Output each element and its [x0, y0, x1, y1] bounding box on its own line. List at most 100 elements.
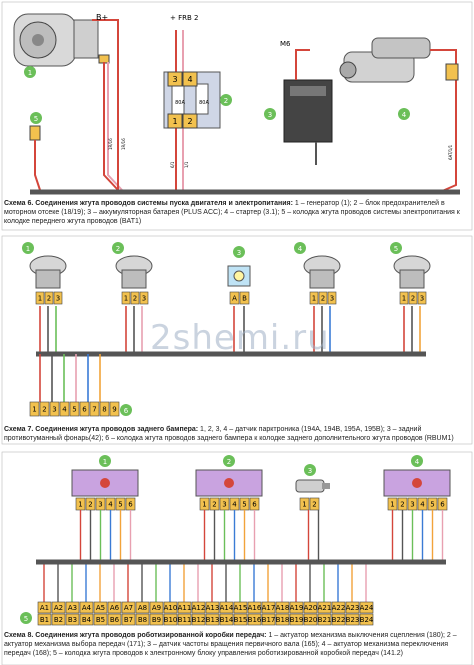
pin-label: 4 — [187, 75, 192, 84]
ecu-pin-label-cell — [79, 601, 94, 614]
svg-text:4: 4 — [298, 245, 303, 253]
ecu-pin-label: A16 — [248, 604, 262, 612]
ecu-pin-label: A5 — [96, 604, 105, 612]
sensor-pin-label: 2 — [312, 501, 316, 509]
ecu-pin-label-cell — [51, 601, 66, 614]
ecu-pin-label: B5 — [96, 616, 105, 624]
pin-label: 3 — [172, 75, 177, 84]
ecu-pin-label-cell — [191, 613, 206, 626]
ecu-pin-label-cell — [317, 613, 332, 626]
ecu-pin-label-cell — [93, 613, 108, 626]
ecu-pin-label-cell — [359, 601, 374, 614]
sensor-pin-label: 3 — [56, 295, 60, 303]
actuator-pin-label: 4 — [108, 501, 113, 509]
ecu-pin-label: A17 — [262, 604, 276, 612]
ecu-pin-label: B8 — [138, 616, 147, 624]
actuator-pin-label: 5 — [242, 501, 246, 509]
sensor-pin-label: 1 — [38, 295, 42, 303]
actuator-pin-label: 1 — [390, 501, 394, 509]
callout-3: 3 — [264, 108, 276, 120]
ecu-pin-label: A20 — [304, 604, 318, 612]
ecu-pin-label-cell — [219, 601, 234, 614]
scheme7-text: 1, 2, 3, 4 – датчик парктроника (194A, 1… — [4, 426, 454, 442]
sensor-pin-label-cell — [299, 497, 310, 511]
svg-text:5: 5 — [24, 615, 28, 623]
sensor-pin-label: 1 — [124, 295, 128, 303]
ecu-pin-label-cell — [163, 613, 178, 626]
ecu-pin-label: A4 — [82, 604, 92, 612]
sensor-pin-label: 3 — [420, 295, 424, 303]
ecu-pin-label-cell — [37, 601, 52, 614]
sensor-pin-label: 3 — [142, 295, 146, 303]
actuator-pin-label: 3 — [98, 501, 102, 509]
connector-pin-label-cell — [39, 401, 50, 417]
ecu-pin-label: A1 — [40, 604, 49, 612]
actuator-pin-label: 1 — [202, 501, 206, 509]
ecu-pin-label-cell — [107, 613, 122, 626]
ecu-pin-label: B7 — [124, 616, 133, 624]
pin-label: 2 — [187, 117, 192, 126]
ecu-pin-label: A9 — [152, 604, 161, 612]
battery-drawing — [283, 79, 333, 143]
ecu-pin-label: A6 — [110, 604, 120, 612]
actuator-pin-label: 2 — [88, 501, 92, 509]
fuse-label: 80A — [199, 100, 209, 106]
callout-2: 2 — [112, 242, 124, 254]
scheme6-title: Схема 6. Соединения жгута проводов систе… — [4, 200, 293, 207]
m6-label: M6 — [280, 40, 291, 48]
sensor-pin-label: 1 — [312, 295, 316, 303]
lamp-pin-label-cell — [229, 291, 240, 305]
ecu-pin-label-cell — [219, 613, 234, 626]
pin-label: 1 — [172, 117, 177, 126]
connector-pin-label: 9 — [112, 406, 116, 414]
ecu-pin-label: A11 — [178, 604, 192, 612]
sensor-pin-label-cell — [318, 291, 328, 305]
wire-code: 1/1 — [184, 161, 189, 168]
ecu-pin-label: A21 — [318, 604, 332, 612]
connector-pin-label-cell — [99, 401, 110, 417]
callout-5: 5 — [30, 112, 42, 124]
wire-code: 1R/16 — [121, 138, 126, 150]
ecu-pin-label: B1 — [40, 616, 49, 624]
actuator-pin-label: 2 — [400, 501, 404, 509]
speed-sensor-drawing — [295, 479, 330, 493]
ecu-pin-label: A18 — [276, 604, 290, 612]
ecu-pin-label-cell — [233, 601, 248, 614]
ecu-pin-label-cell — [163, 601, 178, 614]
ecu-pin-label: B2 — [54, 616, 63, 624]
sensor-1-drawing — [29, 255, 67, 289]
ecu-pin-label-cell — [317, 601, 332, 614]
svg-text:1: 1 — [26, 245, 30, 253]
ecu-pin-label-cell — [275, 601, 290, 614]
ecu-pin-label: A2 — [54, 604, 63, 612]
svg-text:3: 3 — [268, 111, 272, 119]
sensor-pin-label: 2 — [321, 295, 325, 303]
actuator-pin-label: 3 — [410, 501, 414, 509]
callout-5: 5 — [390, 242, 402, 254]
sensor-pin-label-cell — [309, 291, 319, 305]
ecu-pin-label: B21 — [318, 616, 332, 624]
ecu-pin-label-cell — [331, 613, 346, 626]
sensor-pin-label-cell — [44, 291, 54, 305]
ecu-pin-label: B4 — [82, 616, 92, 624]
callout-4: 4 — [411, 455, 423, 467]
actuator-1-drawing — [71, 469, 139, 497]
ecu-pin-label-cell — [149, 601, 164, 614]
callout-4: 4 — [294, 242, 306, 254]
ecu-pin-label-cell — [345, 613, 360, 626]
wire-code: 1R/16 — [108, 138, 113, 150]
ecu-pin-label: B23 — [346, 616, 360, 624]
ecu-pin-label-cell — [303, 613, 318, 626]
svg-text:5: 5 — [394, 245, 398, 253]
ecu-pin-label: B15 — [234, 616, 248, 624]
scheme7-title: Схема 7. Соединения жгута проводов задне… — [4, 426, 199, 433]
connector-pin-label-cell — [89, 401, 100, 417]
ecu-pin-label-cell — [247, 601, 262, 614]
sensor-pin-label-cell — [139, 291, 149, 305]
ecu-pin-label-cell — [275, 613, 290, 626]
ecu-pin-label-cell — [205, 613, 220, 626]
sensor-2-drawing — [115, 255, 153, 289]
